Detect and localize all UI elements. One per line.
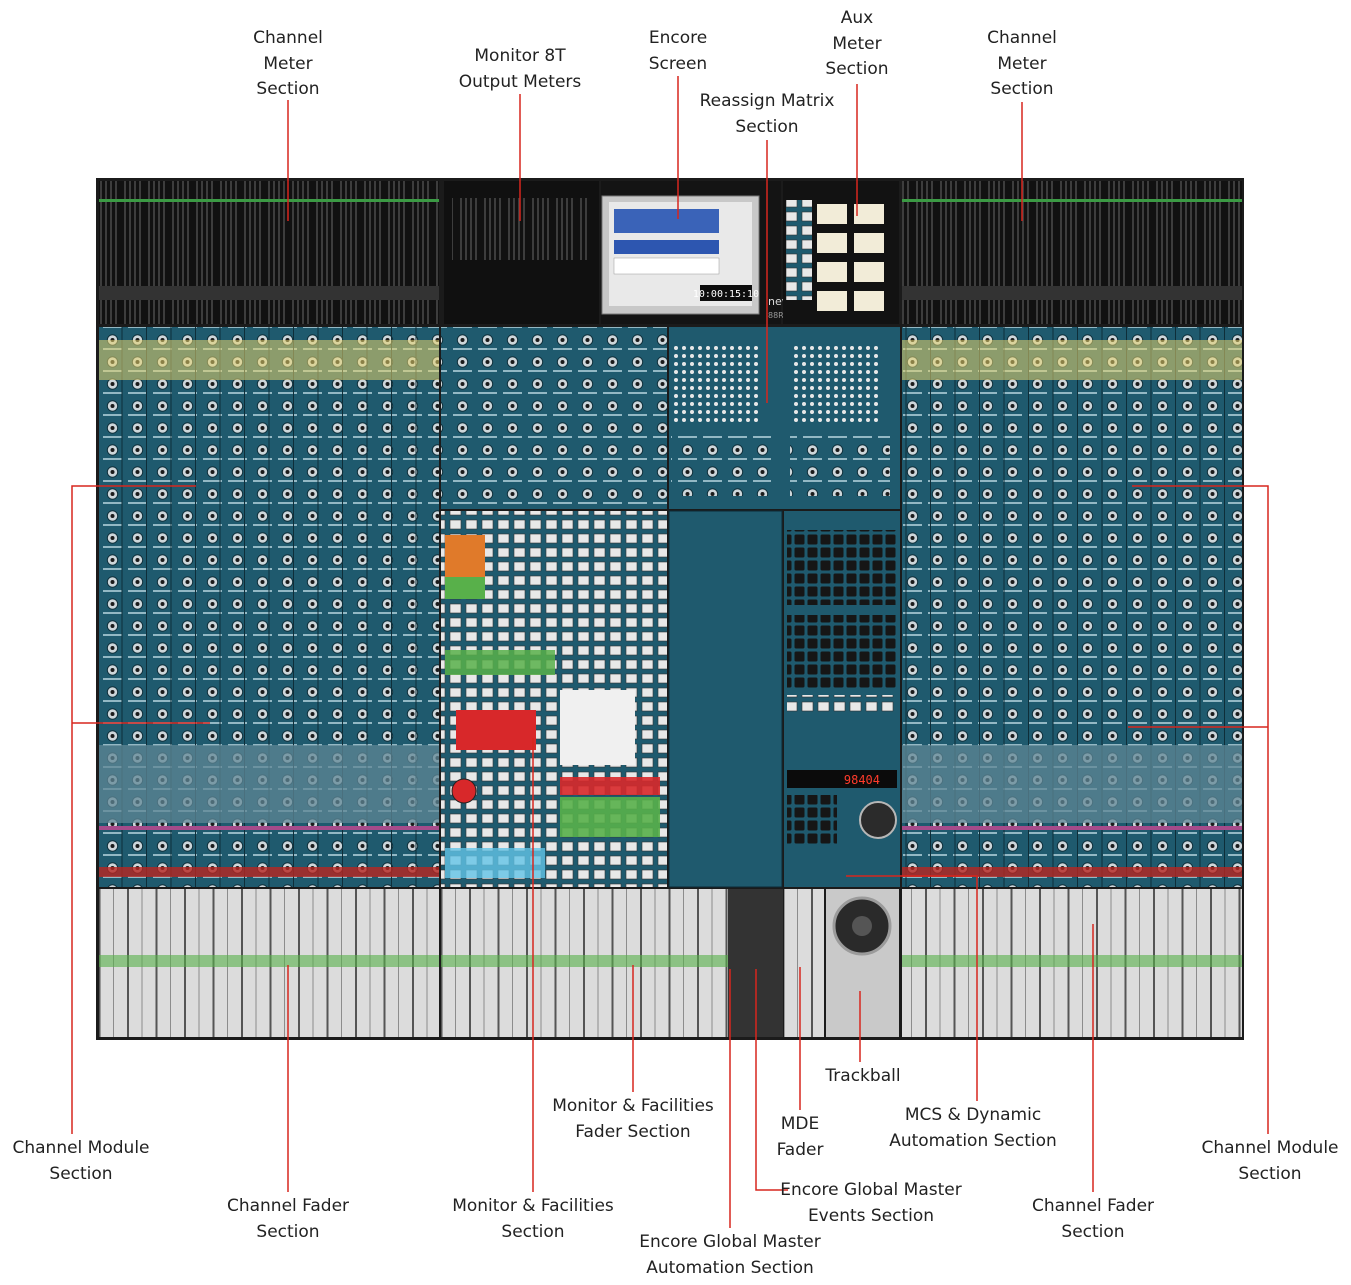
leader-channel-module-right (1132, 485, 1269, 1134)
label-line: Reassign Matrix (699, 91, 835, 111)
leader-global-master-events (755, 969, 788, 1191)
label-line: Fader Section (575, 1121, 691, 1142)
label-line: Section (1238, 1163, 1302, 1184)
label-monitor-8t: Monitor 8T Output Meters (440, 44, 600, 95)
label-line: Section (256, 1221, 320, 1242)
label-line: Events Section (807, 1205, 935, 1226)
channel-meter-bridge-right (902, 181, 1242, 324)
label-line: Section (825, 59, 889, 79)
label-line: Monitor & Facilities (452, 1196, 614, 1216)
label-line: Monitor & Facilities (552, 1096, 714, 1116)
label-line: Encore Global Master (639, 1232, 821, 1252)
centre-upper-module (441, 327, 667, 509)
label-line: Channel Fader (226, 1196, 350, 1216)
label-line: MCS & Dynamic (904, 1105, 1042, 1125)
label-line: MDE (780, 1114, 820, 1134)
label-line: Section (735, 116, 799, 137)
model-label: 88R (768, 311, 784, 320)
label-line: Monitor 8T (474, 46, 566, 66)
label-line: Screen (648, 53, 708, 74)
label-line: Channel Fader (1031, 1196, 1155, 1216)
label-line: Meter (997, 53, 1047, 74)
label-line: Automation Section (646, 1257, 814, 1278)
label-line: Output Meters (458, 71, 582, 92)
label-line: Channel (987, 28, 1057, 48)
label-line: Fader (776, 1139, 824, 1160)
label-line: Section (49, 1163, 113, 1184)
label-line: Section (1061, 1221, 1125, 1242)
encore-timecode: 10:00:15:10 (693, 289, 759, 300)
label-line: Encore (648, 28, 708, 48)
mde-fader-strip (784, 889, 824, 1037)
label-line: Channel Module (1201, 1138, 1339, 1158)
label-line: Channel Module (12, 1138, 150, 1158)
label-mde-fader: MDE Fader (770, 1112, 830, 1163)
label-line: Encore Global Master (780, 1180, 962, 1200)
leader-channel-module-left (71, 485, 196, 1134)
callout-leaders (71, 76, 1269, 1228)
label-line: Meter (263, 53, 313, 74)
label-line: Trackball (825, 1066, 901, 1086)
label-line: Section (256, 79, 320, 99)
mcs-display: 98404 (844, 773, 880, 787)
label-trackball: Trackball (813, 1064, 913, 1090)
label-line: Aux (840, 8, 874, 28)
label-line: Channel (253, 28, 323, 48)
label-line: Section (501, 1221, 565, 1242)
label-line: Meter (832, 33, 882, 54)
label-line: Automation Section (889, 1130, 1057, 1151)
leader-mcs-dynamic (846, 875, 978, 1101)
channel-meter-bridge-left (99, 181, 439, 324)
blank-centre-panel (668, 510, 783, 888)
aux-vu-meters (817, 204, 884, 311)
console-body: 10:00:15:10 neve 88R (96, 178, 1244, 1040)
label-line: Section (990, 79, 1054, 99)
